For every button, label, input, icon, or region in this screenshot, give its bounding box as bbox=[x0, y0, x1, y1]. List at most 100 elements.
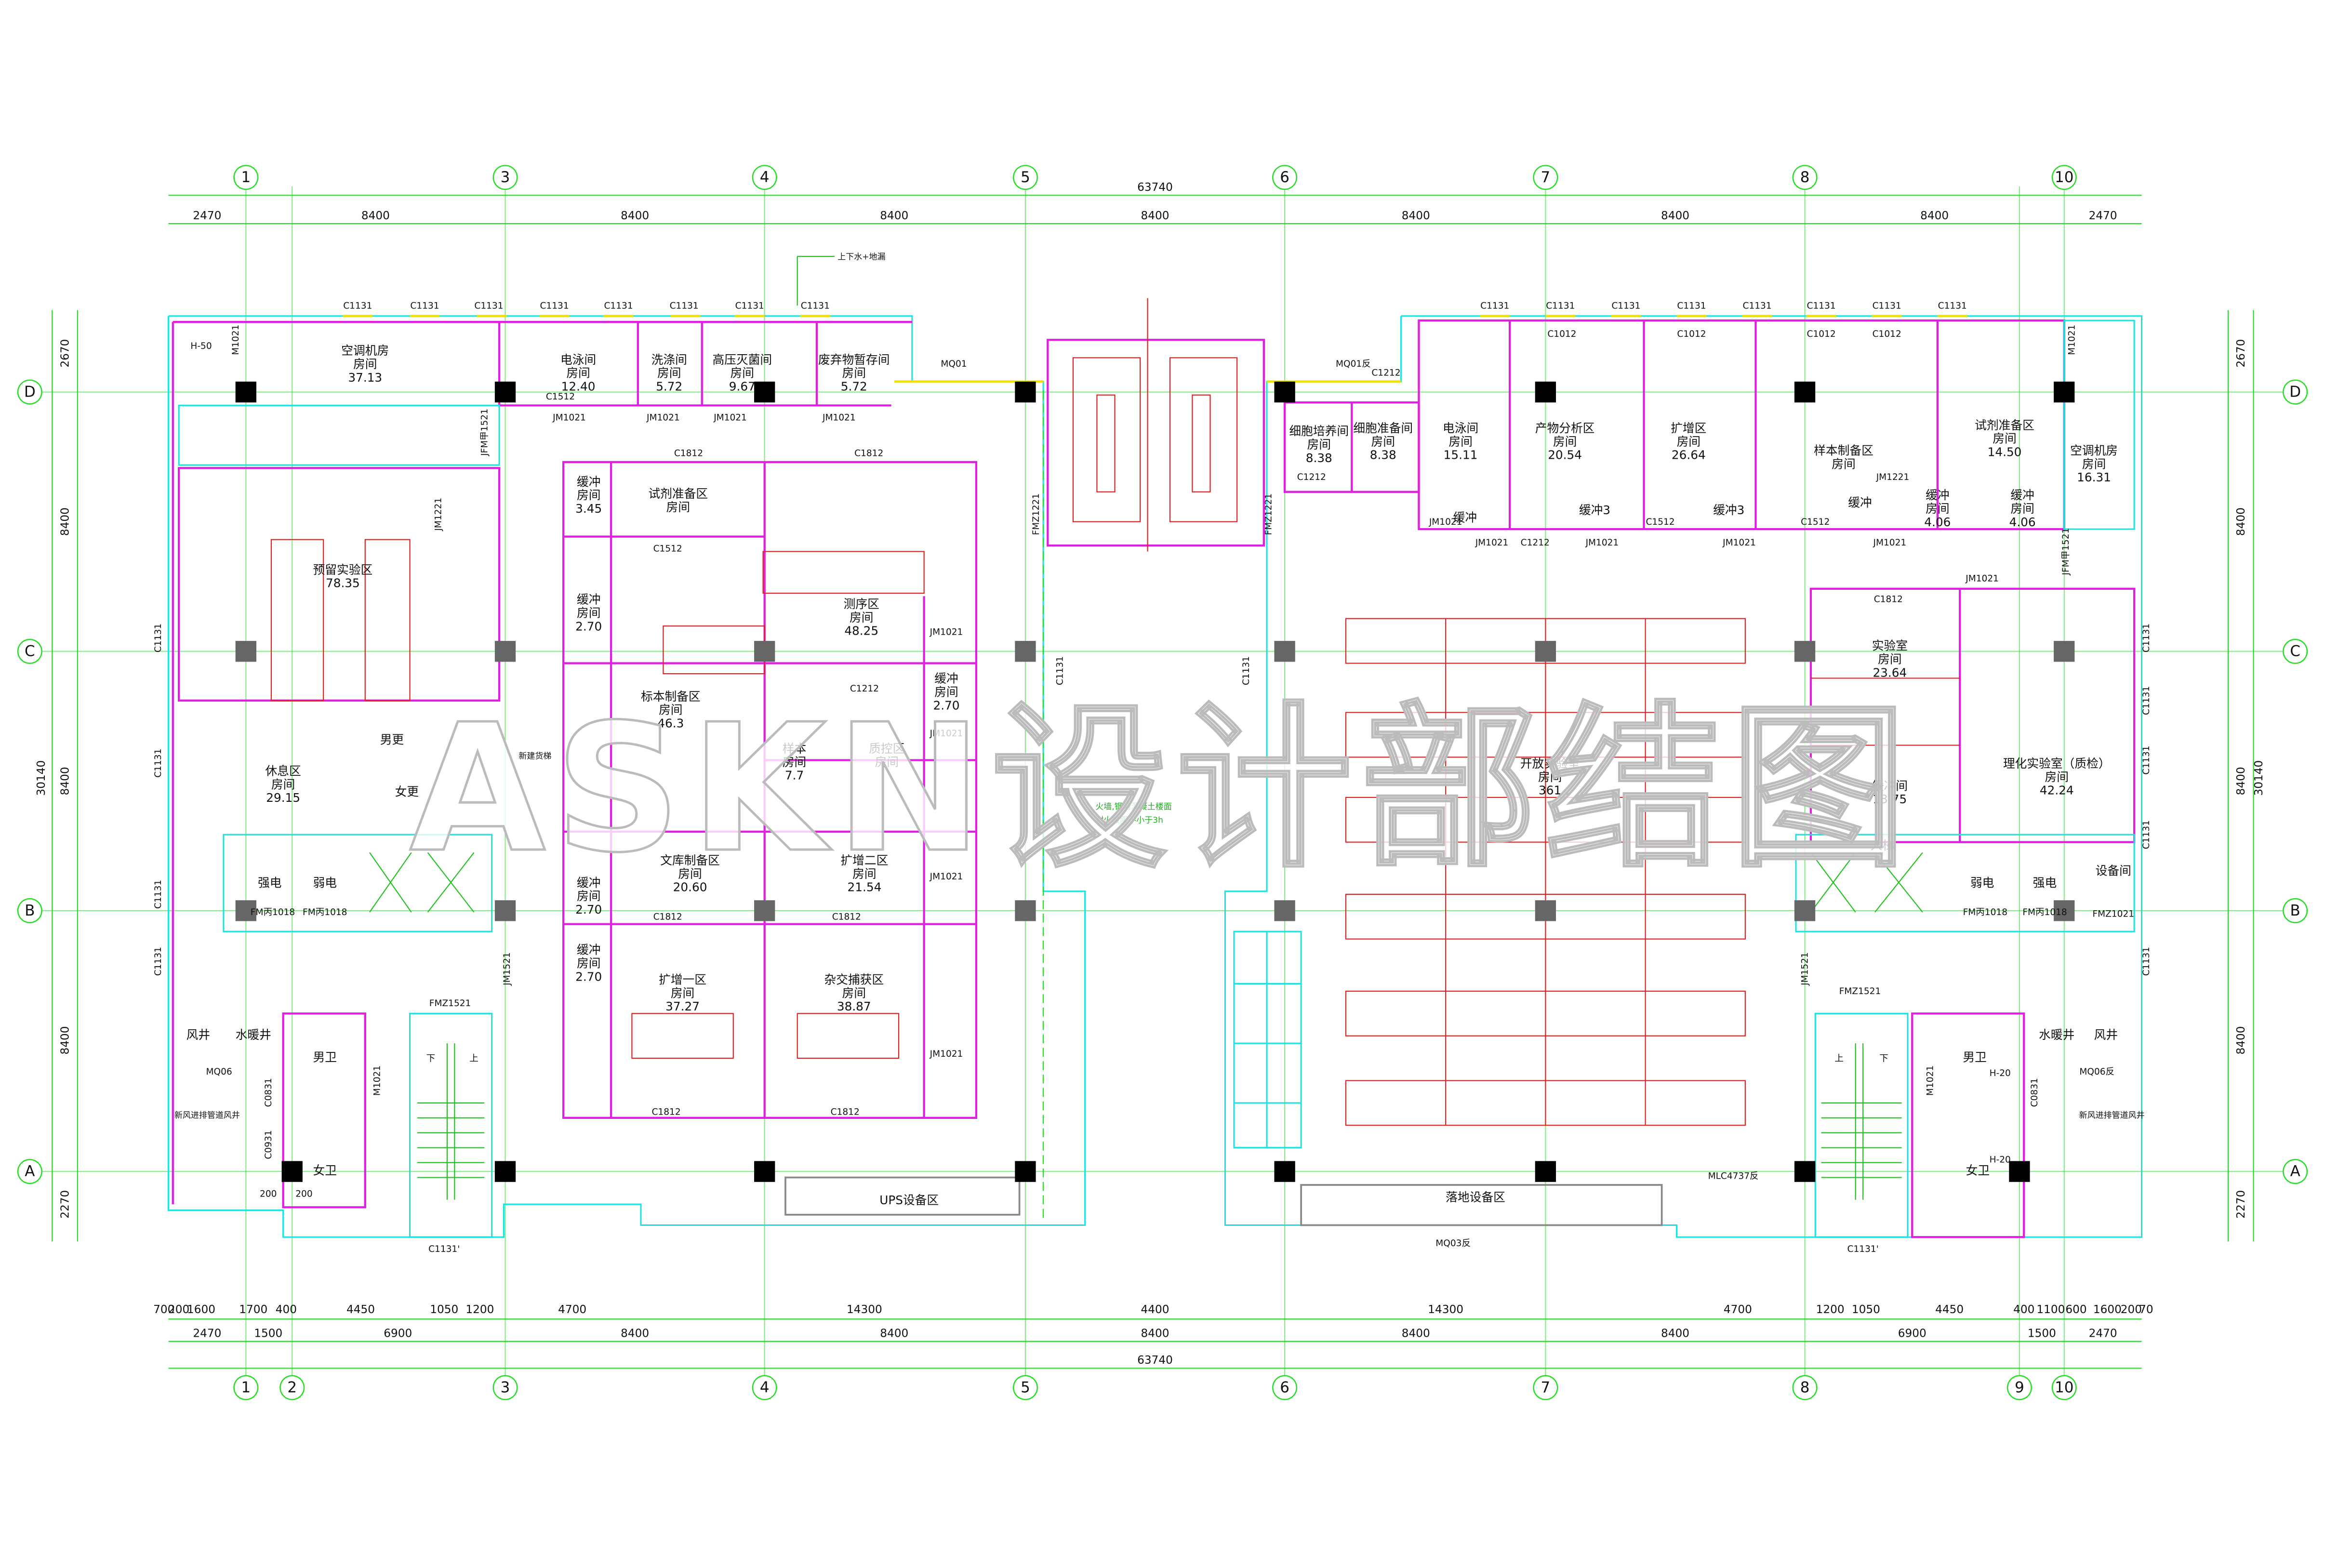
column bbox=[235, 381, 256, 403]
room-name: 电泳间 bbox=[1443, 421, 1478, 435]
room-name: 文库制备区 bbox=[660, 853, 720, 867]
room-label: 缓冲 bbox=[1848, 496, 1872, 510]
room-label: 弱电 bbox=[313, 876, 337, 890]
room-area: 21.54 bbox=[848, 880, 882, 894]
axis-label: 6 bbox=[1280, 169, 1289, 186]
door-window-label: JM1521 bbox=[502, 952, 512, 986]
axis-label: 4 bbox=[760, 169, 770, 186]
room-area: 2.70 bbox=[933, 698, 959, 712]
room-type: 房间 bbox=[1553, 435, 1577, 449]
door-window-label: C1131 bbox=[1677, 301, 1706, 311]
room-label: 弱电 bbox=[1970, 876, 1994, 890]
dimension-value: 2470 bbox=[193, 209, 221, 222]
axis-bubble bbox=[492, 165, 518, 190]
room-area: 3.45 bbox=[575, 502, 602, 516]
column bbox=[2054, 641, 2075, 662]
door-window-label: JM1021 bbox=[552, 412, 586, 423]
room-area: 29.15 bbox=[266, 791, 300, 805]
axis-label: 7 bbox=[1541, 169, 1551, 186]
axis-bubble bbox=[17, 379, 42, 405]
door-window-label: M1021 bbox=[2067, 325, 2077, 355]
dimension-value: 1500 bbox=[254, 1327, 282, 1340]
room-label: 强电 bbox=[258, 876, 281, 890]
column bbox=[235, 900, 256, 921]
room-label: 水暖井 bbox=[2039, 1028, 2074, 1042]
room-name: 电泳间 bbox=[560, 353, 596, 367]
room-label: 男更 bbox=[380, 732, 404, 746]
room-area: 37.27 bbox=[665, 999, 700, 1013]
room-type: 房间 bbox=[1832, 457, 1855, 471]
room-name: 休息区 bbox=[266, 764, 301, 778]
room-name: 空调机房 bbox=[2070, 443, 2118, 457]
door-window-label: C1131 bbox=[474, 301, 503, 311]
dimension-value: 8400 bbox=[1920, 209, 1949, 222]
door-window-label: C1812 bbox=[832, 912, 861, 922]
door-window-label: C0931 bbox=[264, 1130, 274, 1159]
room-area: 8.38 bbox=[1370, 448, 1396, 462]
column bbox=[1274, 900, 1295, 921]
dimension-value: 8400 bbox=[880, 1327, 908, 1340]
door-window-label: C1012 bbox=[1677, 329, 1706, 339]
axis-bubble bbox=[1012, 1375, 1038, 1400]
axis-bubble bbox=[2051, 1375, 2077, 1400]
dimension-value: 8400 bbox=[1402, 209, 1430, 222]
room-name: 样本制备区 bbox=[1814, 443, 1873, 457]
column bbox=[1794, 900, 1816, 921]
column bbox=[494, 641, 516, 662]
room-area: 23.64 bbox=[1873, 665, 1907, 679]
axis-label: A bbox=[2290, 1163, 2300, 1180]
dimension-value: 8400 bbox=[361, 209, 390, 222]
room-name: 洗涤间 bbox=[651, 353, 687, 367]
door-window-label: C1012 bbox=[1547, 329, 1576, 339]
dimension-value: 8400 bbox=[621, 1327, 649, 1340]
door-window-label: C1131 bbox=[735, 301, 764, 311]
room-name: 细胞准备间 bbox=[1353, 421, 1413, 435]
room-area: 46.3 bbox=[657, 716, 684, 730]
room-label: 设备间 bbox=[2096, 864, 2131, 878]
axis-label: 8 bbox=[1800, 169, 1810, 186]
dimension-value: 4700 bbox=[1724, 1303, 1752, 1316]
column bbox=[754, 900, 775, 921]
room-name: 理化实验室（质检） bbox=[2003, 757, 2111, 771]
column bbox=[235, 641, 256, 662]
dimension-value: 14300 bbox=[1428, 1303, 1463, 1316]
dimension-value: 1700 bbox=[239, 1303, 267, 1316]
room-area: 20.60 bbox=[673, 880, 707, 894]
room-name: 测序区 bbox=[844, 597, 879, 611]
total-depth-right: 30140 bbox=[2252, 760, 2265, 796]
door-window-label: C1131 bbox=[2141, 820, 2152, 849]
room-type: 房间 bbox=[1926, 502, 1949, 516]
door-window-label: JM1021 bbox=[1585, 538, 1619, 548]
room-label: 风井 bbox=[2094, 1028, 2118, 1042]
room-label: 缓冲 bbox=[1453, 511, 1477, 525]
room-name: 样本 bbox=[783, 742, 806, 756]
dimension-value: 4700 bbox=[558, 1303, 586, 1316]
door-window-label: JM1021 bbox=[930, 729, 963, 739]
open-lab-bench-rows bbox=[1345, 618, 1746, 1126]
dimension-value: 1200 bbox=[1816, 1303, 1845, 1316]
dimension-value: 8400 bbox=[880, 209, 908, 222]
axis-bubble bbox=[17, 1159, 42, 1184]
room-type: 房间 bbox=[783, 755, 806, 769]
door-window-label: C1212 bbox=[850, 684, 879, 694]
room-type: 房间 bbox=[577, 488, 600, 502]
column bbox=[1535, 641, 1556, 662]
room-type: 房间 bbox=[842, 986, 866, 1000]
dimension-value: 8400 bbox=[2234, 767, 2247, 795]
left-stair bbox=[417, 1043, 485, 1200]
room-type: 房间 bbox=[1448, 435, 1472, 449]
room-name: 缓冲 bbox=[577, 593, 600, 607]
room-type: 房间 bbox=[2082, 457, 2106, 471]
door-window-label: C1131 bbox=[2141, 624, 2152, 652]
column bbox=[1015, 381, 1036, 403]
room-area: 48.25 bbox=[844, 624, 878, 638]
door-window-label: JM1021 bbox=[930, 1049, 963, 1059]
room-label: 强电 bbox=[2033, 876, 2057, 890]
door-window-label: FM丙1018 bbox=[303, 907, 347, 917]
door-window-label: C1131 bbox=[604, 301, 633, 311]
room-area: 361 bbox=[1539, 784, 1561, 797]
room-label: 男卫 bbox=[1963, 1050, 1986, 1064]
fire-rating-note: 耐火极限不小于3h bbox=[1095, 815, 1163, 825]
axis-bubble bbox=[2283, 898, 2308, 923]
room-type: 房间 bbox=[731, 366, 754, 380]
